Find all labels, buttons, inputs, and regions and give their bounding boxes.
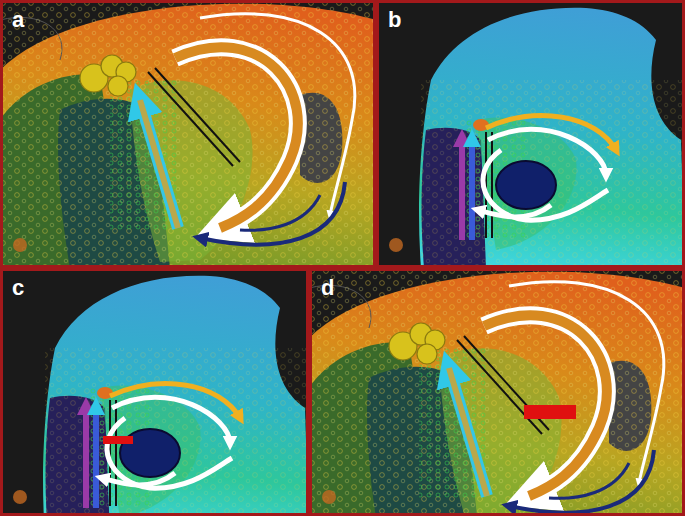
panel-letter: d: [321, 277, 334, 299]
panel: d: [309, 268, 685, 516]
panel-letter: a: [12, 9, 24, 31]
ablation-line: [103, 436, 133, 444]
ablation-line: [524, 405, 576, 419]
panel: c: [0, 268, 309, 516]
panel: b: [376, 0, 685, 268]
panel: a: [0, 0, 376, 268]
panel-letter: c: [12, 277, 24, 299]
panel-letter: b: [388, 9, 401, 31]
